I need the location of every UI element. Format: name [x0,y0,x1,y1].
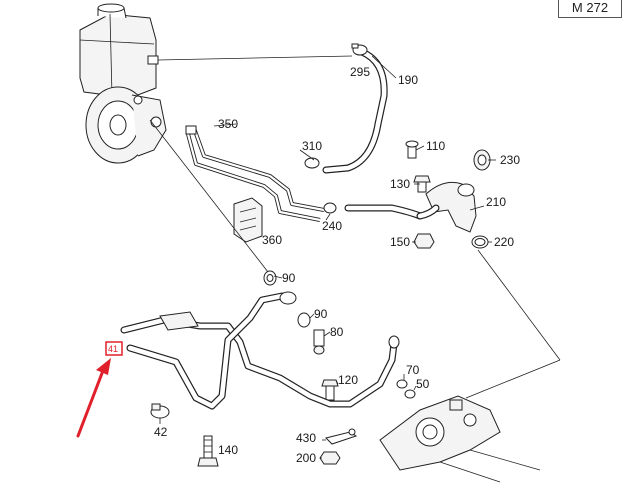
callout-50[interactable]: 50 [416,377,430,391]
callout-430[interactable]: 430 [296,431,316,445]
seal-ring-90-upper[interactable] [263,270,277,286]
pressure-hose-41[interactable] [120,291,400,410]
valve-block-210[interactable] [416,181,477,233]
seal-ring-90-lower[interactable] [297,312,311,328]
callout-220[interactable]: 220 [494,235,514,249]
bracket-360[interactable] [233,197,263,243]
callout-210[interactable]: 210 [486,195,506,209]
model-code-box: M 272 [558,0,622,18]
callout-130[interactable]: 130 [390,177,410,191]
bracket-430[interactable] [325,428,358,445]
seal-ring-70[interactable] [396,379,408,389]
leader-lines [149,55,561,459]
callout-190[interactable]: 190 [398,73,418,87]
callout-labels: 295 190 350 310 110 230 130 210 240 360 … [154,65,520,465]
bolt-120[interactable] [321,379,339,401]
callout-150[interactable]: 150 [390,235,410,249]
nut-200[interactable] [319,451,341,465]
hose-clamp-295[interactable] [351,43,368,56]
callout-110[interactable]: 110 [426,139,445,153]
callout-200[interactable]: 200 [296,451,316,465]
clip-230[interactable] [473,149,491,171]
callout-80[interactable]: 80 [330,325,344,339]
reservoir[interactable] [79,3,159,99]
nut-150[interactable] [413,233,435,249]
callout-350[interactable]: 350 [218,117,238,131]
callout-42[interactable]: 42 [154,425,168,439]
bolt-140[interactable] [197,435,219,467]
red-arrow-icon [76,358,111,438]
callout-70[interactable]: 70 [406,363,420,377]
steering-pump[interactable] [85,86,167,164]
callout-310[interactable]: 310 [302,139,322,153]
seal-ring-50[interactable] [404,389,416,399]
selected-callout-label: 41 [108,344,118,354]
clamp-42[interactable] [150,403,170,419]
clamp-310[interactable] [304,157,320,169]
line-350[interactable] [185,125,325,222]
callout-240[interactable]: 240 [322,219,342,233]
steering-gear[interactable] [379,395,541,483]
callout-140[interactable]: 140 [218,443,238,457]
callout-230[interactable]: 230 [500,153,520,167]
callout-90-lower[interactable]: 90 [314,307,328,321]
hose-240[interactable] [323,202,424,220]
selected-callout-41[interactable]: 41 [105,341,123,356]
callout-295[interactable]: 295 [350,65,370,79]
seal-ring-220[interactable] [471,235,489,249]
callout-360[interactable]: 360 [262,233,282,247]
union-80[interactable] [313,329,325,355]
banjo-bolt-110[interactable] [405,140,419,159]
callout-120[interactable]: 120 [338,373,358,387]
bolt-130[interactable] [413,175,431,193]
callout-90-upper[interactable]: 90 [282,271,296,285]
model-code-label: M 272 [571,0,609,15]
